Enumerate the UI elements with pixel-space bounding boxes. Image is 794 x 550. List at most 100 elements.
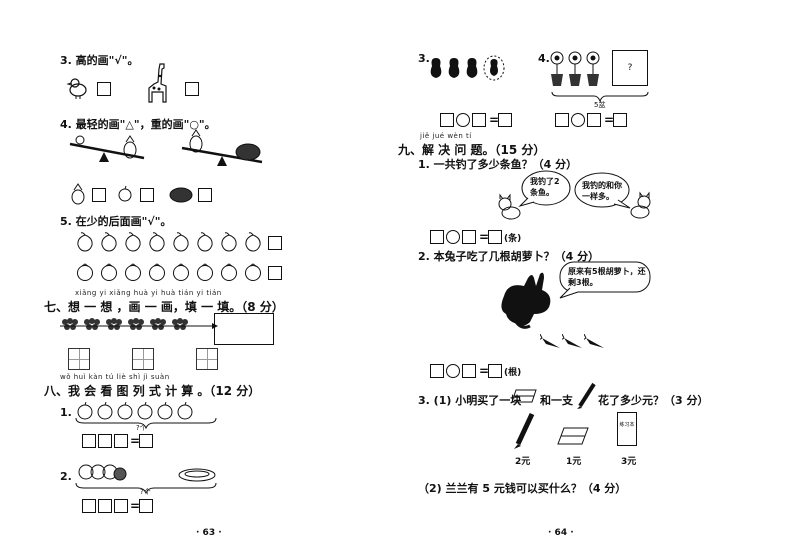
equals-sign: = xyxy=(479,230,490,244)
equals-sign: = xyxy=(489,113,500,127)
tomato-cluster xyxy=(78,464,127,481)
peach-row xyxy=(75,232,265,252)
answer-box[interactable] xyxy=(613,113,627,127)
unknown-box[interactable]: ? xyxy=(612,50,648,86)
bubble-text: 我钓了2条鱼。 xyxy=(530,177,560,197)
bubble-text: 原来有5根胡萝卜，还剩3根。 xyxy=(568,267,646,287)
s8-title: 八、我 会 看 图 列 式 计 算 。（12 分） xyxy=(44,384,261,398)
operator-circle[interactable] xyxy=(571,113,585,127)
scale-pineapple-vs-watermelon xyxy=(181,129,263,166)
answer-box[interactable] xyxy=(498,113,512,127)
bubble-text: 我钓的和你一样多。 xyxy=(582,181,622,201)
problem-3a-pre: 3. (1) 小明买了一块 xyxy=(418,394,522,407)
operator-circle[interactable] xyxy=(446,364,460,378)
plate-icon xyxy=(178,468,216,482)
pencil-icon xyxy=(514,412,535,449)
equals-sign: = xyxy=(604,113,615,127)
tomato-icon xyxy=(77,263,93,281)
answer-box[interactable] xyxy=(488,364,502,378)
tian-grid[interactable] xyxy=(68,348,90,370)
answer-box[interactable] xyxy=(114,499,128,513)
arrow-line xyxy=(60,323,218,329)
answer-box[interactable] xyxy=(185,82,199,96)
answer-box[interactable] xyxy=(430,364,444,378)
answer-box[interactable] xyxy=(587,113,601,127)
tomato-icon xyxy=(173,263,189,281)
operator-circle[interactable] xyxy=(446,230,460,244)
speech-bubble xyxy=(574,172,631,209)
answer-box[interactable] xyxy=(440,113,454,127)
left-page-number: · 63 · xyxy=(196,528,222,538)
question-mark: ? xyxy=(627,63,633,73)
pencil-icon xyxy=(577,382,596,409)
s7-pinyin: xiǎng yi xiǎng huà yi huà tián yi tián xyxy=(75,289,222,297)
answer-box[interactable] xyxy=(268,266,282,280)
answer-box[interactable] xyxy=(472,113,486,127)
answer-box[interactable] xyxy=(462,230,476,244)
s8-pinyin: wǒ huì kàn tú liè shì jì suàn xyxy=(60,373,170,381)
answer-box[interactable] xyxy=(462,364,476,378)
draw-box[interactable] xyxy=(214,313,274,345)
carrot-icon xyxy=(562,334,582,348)
notebook-label: 练习本 xyxy=(619,422,635,428)
tian-grid[interactable] xyxy=(132,348,154,370)
peach-icon xyxy=(101,232,117,252)
brace xyxy=(75,417,217,430)
equals-sign: = xyxy=(130,434,141,448)
answer-box[interactable] xyxy=(198,188,212,202)
flower-bundle-icon xyxy=(62,318,78,330)
price-label: 2元 xyxy=(515,457,531,467)
tomato-row xyxy=(75,262,265,282)
notebook-icon: 练习本 xyxy=(617,412,637,446)
answer-box[interactable] xyxy=(114,434,128,448)
answer-box[interactable] xyxy=(139,499,153,513)
tomato-icon xyxy=(157,402,173,420)
eraser-icon xyxy=(511,389,537,403)
cat-image xyxy=(630,191,651,219)
brace xyxy=(75,482,217,495)
scale-pineapple-vs-melon xyxy=(69,135,145,162)
answer-box[interactable] xyxy=(98,434,112,448)
brace xyxy=(551,91,649,103)
answer-box[interactable] xyxy=(82,434,96,448)
s8-q1-label: 1. xyxy=(60,406,72,419)
answer-box[interactable] xyxy=(555,113,569,127)
flower-pot-icon xyxy=(550,51,564,86)
left-q5-title: 5. 在少的后面画"√"。 xyxy=(60,215,172,228)
flower-pot-icon xyxy=(586,51,600,86)
peach-icon xyxy=(245,232,261,252)
carrot-icon xyxy=(584,334,604,348)
peach-icon xyxy=(173,232,189,252)
answer-box[interactable] xyxy=(92,188,106,202)
cat-image xyxy=(498,193,521,220)
problem-3a-post: 花了多少元？（3 分） xyxy=(598,394,709,407)
answer-box[interactable] xyxy=(488,230,502,244)
watermelon-icon xyxy=(169,187,193,203)
answer-box[interactable] xyxy=(268,236,282,250)
operator-circle[interactable] xyxy=(456,113,470,127)
left-q3-title: 3. 高的画"√"。 xyxy=(60,54,139,67)
carrot-row xyxy=(540,334,620,356)
tomato-icon xyxy=(149,263,165,281)
peach-icon xyxy=(77,232,93,252)
peach-icon xyxy=(197,232,213,252)
unit-label: (根) xyxy=(504,368,522,378)
brace-label: ?个 xyxy=(136,424,147,432)
tian-grid[interactable] xyxy=(196,348,218,370)
apple-groups xyxy=(76,402,206,420)
answer-box[interactable] xyxy=(97,82,111,96)
answer-box[interactable] xyxy=(140,188,154,202)
peach-icon xyxy=(149,232,165,252)
tomato-icon xyxy=(97,402,113,420)
tomato-icon xyxy=(245,263,261,281)
pineapple-icon xyxy=(71,183,85,205)
answer-box[interactable] xyxy=(430,230,444,244)
equals-sign: = xyxy=(479,364,490,378)
answer-box[interactable] xyxy=(82,499,96,513)
answer-box[interactable] xyxy=(98,499,112,513)
answer-box[interactable] xyxy=(139,434,153,448)
tomato-icon xyxy=(125,263,141,281)
apple-icon xyxy=(118,185,132,202)
tomato-icon xyxy=(177,402,193,420)
tomato-icon xyxy=(117,402,133,420)
